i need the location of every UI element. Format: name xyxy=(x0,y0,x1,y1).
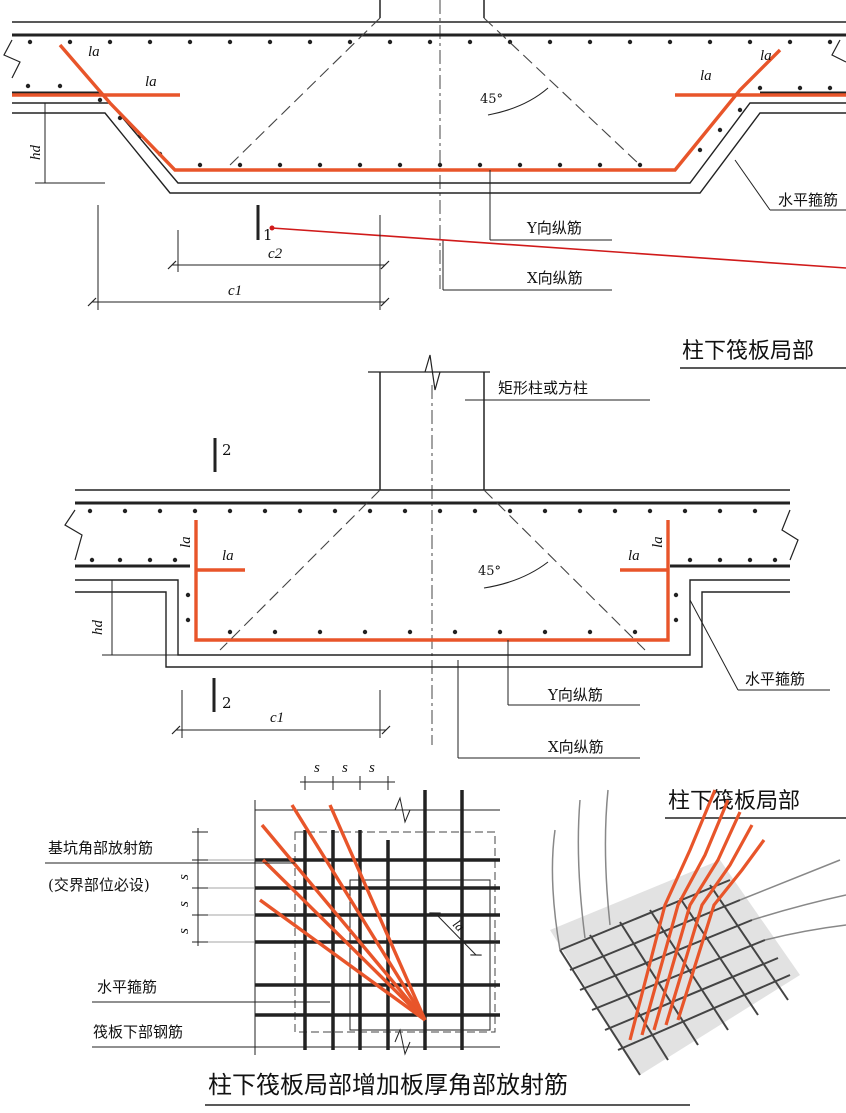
grid-break-bottom xyxy=(394,1028,411,1056)
x-rebar-label-2: X向纵筋 xyxy=(548,738,604,756)
c2-label: c2 xyxy=(268,246,283,262)
s-top-1: s xyxy=(314,760,320,776)
slab-bottom-outer-1 xyxy=(12,102,846,184)
la-horiz-right-2: la xyxy=(628,548,640,564)
grid-inner-box xyxy=(349,879,491,1031)
section-bottom-label-2: 2 xyxy=(222,694,232,712)
punch-line-left-2 xyxy=(219,489,381,651)
angle-arc-2 xyxy=(483,561,549,589)
orange-bottom-rebar-2 xyxy=(194,520,670,642)
la-label-3: la xyxy=(450,917,468,935)
la-diag-right-2: la xyxy=(650,536,666,548)
stirrup-leader-2 xyxy=(689,599,739,691)
la-horiz-right-1: la xyxy=(700,68,712,84)
diagram-2: 矩形柱或方柱 2 xyxy=(64,354,846,819)
top-rebar-dots-2 xyxy=(87,508,758,514)
s-left-ext-lines xyxy=(208,859,255,943)
stirrup-label-3: 水平箍筋 xyxy=(97,978,157,996)
slab-bottom-outer-2 xyxy=(75,579,790,656)
punch-line-right-1 xyxy=(483,17,641,166)
radial-label-2: (交界部位必设) xyxy=(48,876,150,894)
diagram-1-title: 柱下筏板局部 xyxy=(682,339,814,364)
break-mark-right-1 xyxy=(831,39,846,63)
rebar-3d-illustration xyxy=(550,789,846,1076)
horiz-stirrup-label-2: 水平箍筋 xyxy=(745,670,805,688)
slab-bottom-inner-2 xyxy=(75,591,790,668)
bottom-rebar-label-3: 筏板下部钢筋 xyxy=(93,1023,183,1041)
break-mark-left-2 xyxy=(64,509,83,561)
y-rebar-label-2: Y向纵筋 xyxy=(547,686,603,704)
la-diag-left-1: la xyxy=(88,44,100,60)
section-top-label-2: 2 xyxy=(222,441,232,459)
y-rebar-label-1: Y向纵筋 xyxy=(526,219,582,237)
angle-label-1: 45° xyxy=(480,92,503,107)
c1-label-1: c1 xyxy=(228,283,242,299)
3d-mesh-shadow xyxy=(550,860,800,1075)
3d-vertical-bars xyxy=(551,789,846,951)
x-rebar-label-1: X向纵筋 xyxy=(527,269,583,287)
la-diag-right-1: la xyxy=(760,48,772,64)
diagram-3: s s s xyxy=(45,760,846,1106)
grid-vertical-bars xyxy=(303,790,464,1050)
section-mark-label-1: 1 xyxy=(263,226,273,244)
la-dim-line-3 xyxy=(429,912,482,956)
3d-orange-bars xyxy=(628,789,766,1041)
la-diag-left-2: la xyxy=(178,536,194,548)
stirrup-leader-1 xyxy=(734,159,771,211)
horiz-stirrup-label-1: 水平箍筋 xyxy=(778,191,838,209)
top-rebar-dots-1 xyxy=(27,39,833,45)
break-mark-left-1 xyxy=(3,39,21,79)
radial-label-1: 基坑角部放射筋 xyxy=(48,839,153,857)
diagram-2-title: 柱下筏板局部 xyxy=(668,789,800,814)
hd-label-1: hd xyxy=(28,145,44,161)
diagram-3-title: 柱下筏板局部增加板厚角部放射筋 xyxy=(208,1071,568,1099)
red-leader-line xyxy=(271,227,846,269)
red-leader-dot xyxy=(269,225,275,231)
angle-arc-1 xyxy=(487,87,549,116)
la-horiz-left-1: la xyxy=(145,74,157,90)
column-label: 矩形柱或方柱 xyxy=(498,379,588,397)
radial-rebars xyxy=(259,804,427,1022)
grid-dashed-box xyxy=(294,831,496,1033)
punch-line-left-1 xyxy=(229,17,381,166)
punch-line-right-2 xyxy=(483,489,646,651)
s-top-3: s xyxy=(369,760,375,776)
s-top-2: s xyxy=(342,760,348,776)
column-break-2 xyxy=(424,354,441,391)
hd-label-2: hd xyxy=(90,620,106,636)
c1-label-2: c1 xyxy=(270,710,284,726)
slab-bottom-inner-1 xyxy=(12,112,846,194)
break-mark-right-2 xyxy=(781,509,799,561)
la-horiz-left-2: la xyxy=(222,548,234,564)
orange-bottom-rebar-1 xyxy=(58,43,782,172)
bottom-rebar-dots-2 xyxy=(89,557,778,635)
diagram-1: 45° la la la la hd 水平箍筋 Y向纵筋 X向纵筋 1 c2 xyxy=(3,0,846,369)
grid-break-top xyxy=(394,796,411,824)
s-left-1: s xyxy=(176,874,192,880)
angle-label-2: 45° xyxy=(478,564,501,579)
s-left-2: s xyxy=(176,901,192,907)
bottom-rebar-dots-1 xyxy=(25,83,833,168)
s-left-3: s xyxy=(176,928,192,934)
